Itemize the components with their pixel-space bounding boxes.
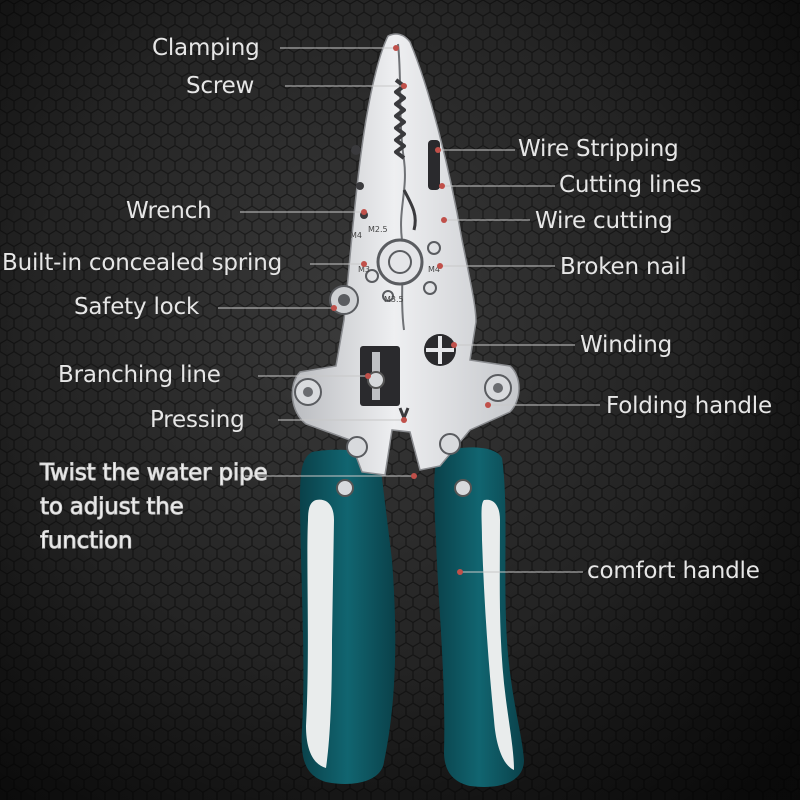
label-wire-stripping: Wire Stripping bbox=[518, 136, 679, 162]
label-safety-lock: Safety lock bbox=[74, 294, 200, 320]
marker-dots bbox=[331, 45, 491, 575]
spring-bolt-left bbox=[346, 436, 368, 458]
handle-rivet bbox=[454, 479, 472, 497]
right-handle bbox=[434, 447, 524, 787]
left-handle bbox=[300, 449, 396, 784]
leader-lines bbox=[218, 47, 600, 573]
label-broken-nail: Broken nail bbox=[560, 254, 687, 280]
label-clamping: Clamping bbox=[152, 35, 260, 61]
plier-body: M4 M3 M2.5 M4 M3.5 bbox=[291, 33, 520, 476]
stripping-hole bbox=[356, 182, 364, 190]
label-wire-cutting: Wire cutting bbox=[535, 208, 673, 234]
label-winding: Winding bbox=[580, 332, 672, 358]
jaw-marking: M3 bbox=[358, 265, 370, 274]
label-screw: Screw bbox=[186, 73, 255, 99]
spring-bolt-right bbox=[439, 433, 461, 455]
label-cutting-lines: Cutting lines bbox=[559, 172, 702, 198]
label-folding-handle: Folding handle bbox=[606, 393, 772, 419]
jaw-marking: M2.5 bbox=[368, 225, 388, 234]
label-comfort-handle: comfort handle bbox=[587, 558, 760, 584]
label-twist-water-pipe: Twist the water pipe to adjust the funct… bbox=[40, 460, 269, 555]
label-wrench: Wrench bbox=[126, 198, 212, 224]
crimp-hole bbox=[427, 241, 441, 255]
label-pressing: Pressing bbox=[150, 407, 245, 433]
crimp-hole bbox=[423, 281, 437, 295]
label-built-in-spring: Built-in concealed spring bbox=[2, 250, 282, 276]
label-branching-line: Branching line bbox=[58, 362, 221, 388]
crimp-hole bbox=[365, 269, 379, 283]
pivot-spring bbox=[376, 238, 424, 286]
handle-rivet bbox=[336, 479, 354, 497]
jaw-marking: M4 bbox=[350, 231, 362, 240]
jaw-marking: M3.5 bbox=[384, 295, 404, 304]
crimp-hole bbox=[382, 290, 394, 302]
stripping-hole bbox=[351, 145, 361, 155]
jaw-marking: M4 bbox=[428, 265, 440, 274]
